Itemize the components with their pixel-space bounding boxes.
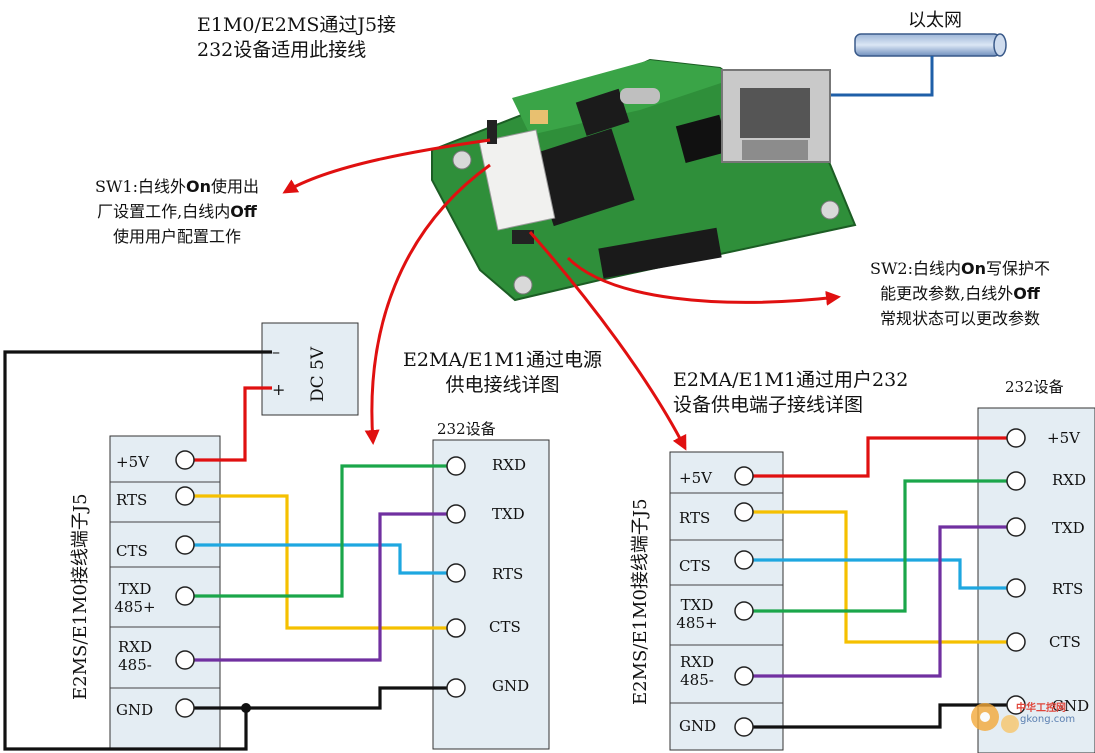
right-terminal-rts: RTS [679,509,711,527]
right-device-panel [977,407,1095,753]
dc-5v-label: DC 5V [308,346,328,402]
wire-left-txd [194,464,456,598]
left-device-panel [432,439,550,750]
right-wires [744,436,1016,729]
right-device-rts: RTS [1052,580,1084,598]
left-device-cts: CTS [489,618,521,636]
wire-right-power [744,436,1016,478]
left-caption: E2MA/E1M1通过电源 供电接线详图 [403,349,603,396]
left-device-rxd: RXD [492,456,526,474]
wire-right-txd [744,479,1016,613]
left-wires [3,350,456,751]
right-device-title: 232设备 [1005,378,1064,396]
sw2-note: SW2:白线内On写保护不 能更改参数,白线外Off 常规状态可以更改参数 [870,259,1050,328]
left-terminal-gnd: GND [116,701,154,719]
right-terminal-cts: CTS [679,557,711,575]
terminal-screws [175,428,1026,737]
wire-right-rts [744,510,1016,644]
wire-left-gnd-device [246,686,456,710]
right-device-rxd: RXD [1052,471,1086,489]
watermark-url: gkong.com [1020,714,1076,725]
right-device-gnd: GND [1052,697,1090,715]
ethernet-cable [822,33,1007,97]
wire-left-power [194,386,272,462]
left-device-gnd: GND [492,677,530,695]
callout-arrows [282,138,841,451]
wire-left-gnd-black [3,350,272,751]
wire-left-rts [194,494,456,630]
left-terminal-rts: RTS [116,491,148,509]
left-terminal-title: E2MS/E1M0接线端子J5 [70,493,91,700]
sw1-note: SW1:白线外On使用出 厂设置工作,白线内Off 使用用户配置工作 [95,177,259,246]
wire-right-cts [744,558,1016,590]
wire-left-rxd [194,512,456,662]
left-terminal-cts: CTS [116,542,148,560]
left-terminal-panel [109,435,221,750]
wire-left-cts [194,543,456,575]
right-terminal-title: E2MS/E1M0接线端子J5 [630,498,651,705]
wire-right-rxd [744,525,1016,678]
right-caption: E2MA/E1M1通过用户232 设备供电端子接线详图 [673,369,909,416]
pcb-module [431,58,857,302]
power-minus-label: – [272,342,280,361]
right-device-txd: TXD [1052,519,1085,537]
top-note: E1M0/E2MS通过J5接 232设备适用此接线 [197,14,397,61]
left-device-txd: TXD [492,505,525,523]
left-device-title: 232设备 [437,420,496,438]
right-terminal-5v: +5V [679,469,712,487]
right-terminal-gnd: GND [679,717,717,735]
right-terminal-panel [669,451,784,751]
right-device-5v: +5V [1047,429,1080,447]
watermark-gear-icon [971,703,1019,733]
left-device-rts: RTS [492,565,524,583]
power-plus-label: + [272,380,286,399]
dc-power-box [261,322,359,416]
left-terminal-5v: +5V [116,453,149,471]
right-device-cts: CTS [1049,633,1081,651]
ethernet-label: 以太网 [908,10,962,31]
watermark-text: 中华工控网 [1016,703,1066,714]
